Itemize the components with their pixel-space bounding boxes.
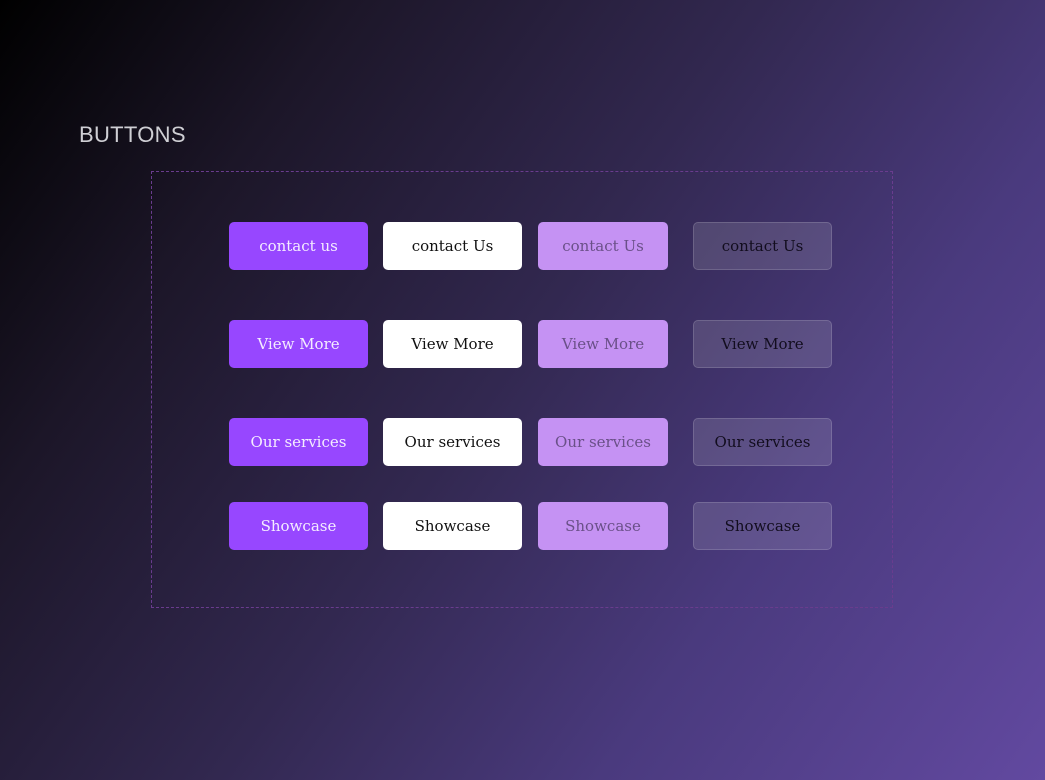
glass-button[interactable]: Showcase — [693, 502, 832, 550]
buttons-frame — [151, 171, 893, 608]
primary-button[interactable]: Showcase — [229, 502, 368, 550]
light-button[interactable]: Our services — [538, 418, 668, 466]
white-button[interactable]: Our services — [383, 418, 522, 466]
light-button[interactable]: contact Us — [538, 222, 668, 270]
glass-button[interactable]: View More — [693, 320, 832, 368]
glass-button[interactable]: contact Us — [693, 222, 832, 270]
primary-button[interactable]: View More — [229, 320, 368, 368]
white-button[interactable]: contact Us — [383, 222, 522, 270]
light-button[interactable]: View More — [538, 320, 668, 368]
section-title: BUTTONS — [79, 122, 186, 147]
light-button[interactable]: Showcase — [538, 502, 668, 550]
white-button[interactable]: Showcase — [383, 502, 522, 550]
primary-button[interactable]: contact us — [229, 222, 368, 270]
white-button[interactable]: View More — [383, 320, 522, 368]
primary-button[interactable]: Our services — [229, 418, 368, 466]
glass-button[interactable]: Our services — [693, 418, 832, 466]
